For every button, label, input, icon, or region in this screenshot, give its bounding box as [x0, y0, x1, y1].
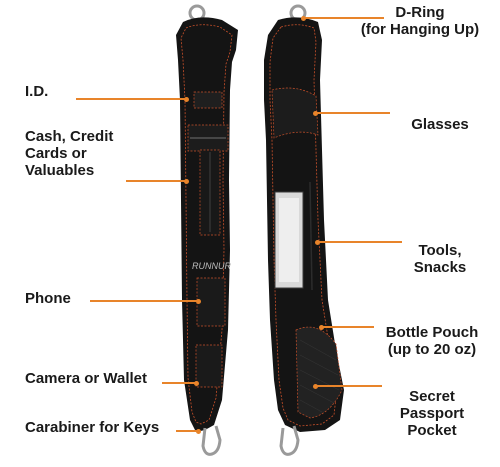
label-secret-passport-pocket: Secret Passport Pocket	[399, 388, 465, 439]
leader-line-tools-snacks	[315, 239, 402, 245]
label-carabiner-keys: Carabiner for Keys	[25, 419, 160, 436]
label-id: I.D.	[25, 83, 49, 100]
leader-line-cash-cards	[126, 178, 189, 184]
label-tools-snacks: Tools, Snacks	[413, 242, 467, 276]
label-camera-wallet: Camera or Wallet	[25, 370, 147, 387]
leader-line-d-ring	[301, 15, 384, 21]
front-strap: RUNNUR	[176, 4, 238, 456]
label-glasses: Glasses	[411, 116, 469, 133]
leader-line-carabiner	[176, 428, 201, 434]
leader-line-id	[76, 96, 189, 102]
label-bottle-pouch: Bottle Pouch (up to 20 oz)	[385, 324, 479, 358]
label-d-ring: D-Ring (for Hanging Up)	[360, 4, 480, 38]
leader-line-camera-wallet	[162, 380, 199, 386]
label-phone: Phone	[25, 290, 71, 307]
back-strap	[264, 4, 344, 456]
leader-line-glasses	[313, 110, 390, 116]
leader-line-bottle-pouch	[319, 324, 374, 330]
brand-logo: RUNNUR	[192, 261, 231, 271]
leader-line-phone	[90, 298, 201, 304]
leader-line-passport	[313, 383, 382, 389]
label-cash-cards-valuables: Cash, Credit Cards or Valuables	[25, 128, 114, 179]
